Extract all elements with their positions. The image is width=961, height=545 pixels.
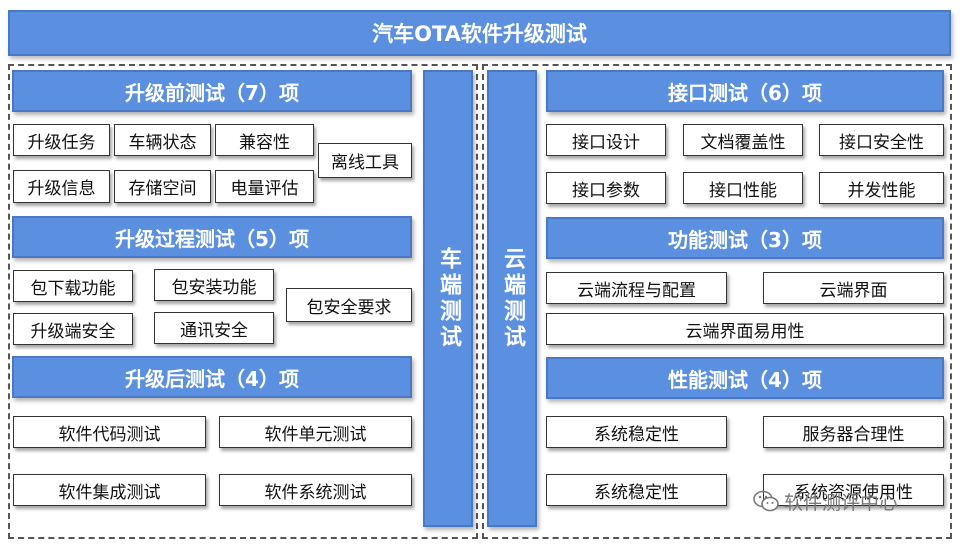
pre-item-offline-tool: 离线工具: [318, 143, 412, 178]
post-upgrade-header: 升级后测试（4）项: [12, 356, 412, 398]
interface-item-performance: 接口性能: [683, 172, 803, 204]
interface-item-design: 接口设计: [546, 124, 666, 156]
post-item-integration-test: 软件集成测试: [13, 474, 206, 506]
process-item-download: 包下载功能: [13, 270, 133, 302]
pre-item-vehicle-status: 车辆状态: [114, 124, 211, 156]
performance-item-stability-2: 系统稳定性: [546, 474, 727, 506]
post-item-unit-test: 软件单元测试: [219, 416, 412, 448]
vehicle-side-label: 车端测试: [423, 70, 473, 527]
performance-item-resource-usage: 系统资源使用性: [763, 474, 944, 506]
cloud-side-container: [482, 64, 952, 539]
process-item-endpoint-security: 升级端安全: [13, 313, 133, 345]
process-item-comm-security: 通讯安全: [154, 312, 274, 344]
interface-item-concurrency: 并发性能: [819, 172, 944, 204]
interface-item-security: 接口安全性: [819, 124, 944, 156]
interface-test-header: 接口测试（6）项: [546, 70, 944, 112]
process-header: 升级过程测试（5）项: [12, 216, 412, 258]
performance-test-header: 性能测试（4）项: [546, 357, 944, 399]
pre-item-battery-eval: 电量评估: [215, 170, 314, 203]
function-item-flow-config: 云端流程与配置: [546, 272, 727, 304]
pre-item-storage-space: 存储空间: [114, 170, 211, 203]
function-item-cloud-ui: 云端界面: [763, 272, 944, 304]
performance-item-stability-1: 系统稳定性: [546, 416, 727, 448]
performance-item-server-rationality: 服务器合理性: [763, 416, 944, 448]
post-item-code-test: 软件代码测试: [13, 416, 206, 448]
process-item-install: 包安装功能: [154, 269, 274, 301]
cloud-side-label: 云端测试: [487, 70, 537, 527]
page-title: 汽车OTA软件升级测试: [8, 10, 951, 56]
function-test-header: 功能测试（3）项: [546, 217, 944, 259]
interface-item-doc-coverage: 文档覆盖性: [683, 124, 803, 156]
watermark: 软件测评中心: [752, 486, 898, 516]
interface-item-params: 接口参数: [546, 172, 666, 204]
function-item-ui-usability: 云端界面易用性: [546, 313, 944, 345]
process-item-package-security: 包安全要求: [286, 288, 412, 322]
watermark-text: 软件测评中心: [784, 491, 899, 514]
wechat-icon: [753, 490, 779, 512]
pre-item-upgrade-info: 升级信息: [13, 170, 110, 203]
pre-item-upgrade-task: 升级任务: [13, 124, 110, 156]
post-item-system-test: 软件系统测试: [219, 474, 412, 506]
pre-item-compatibility: 兼容性: [215, 124, 314, 156]
pre-upgrade-header: 升级前测试（7）项: [12, 70, 412, 112]
vehicle-side-container: [8, 64, 478, 539]
